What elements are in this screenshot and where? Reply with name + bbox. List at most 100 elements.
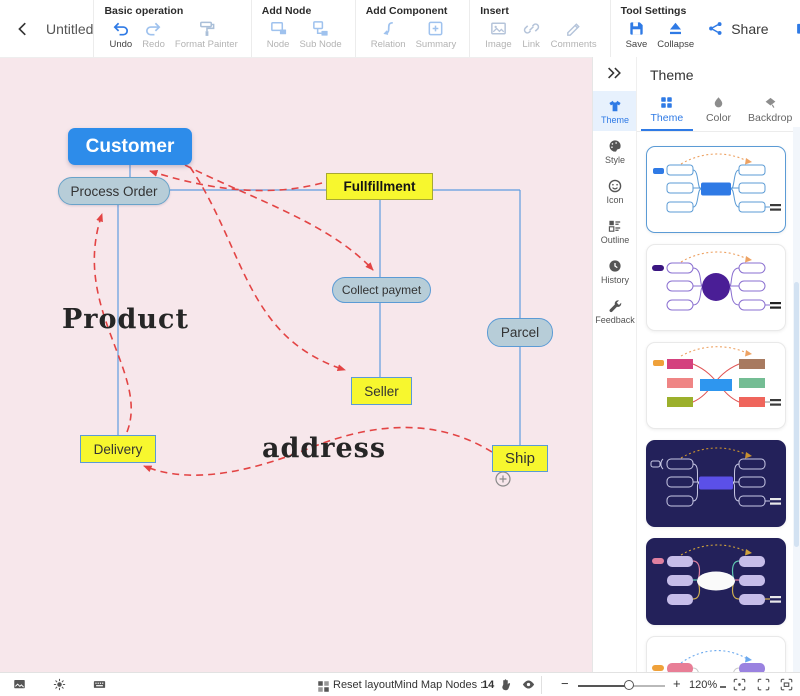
back-button[interactable] [14,20,32,38]
sidebar-item-icon[interactable]: Icon [593,171,637,211]
fullscreen-icon[interactable] [756,677,771,692]
page-layout-icon[interactable] [12,677,27,692]
sidebar-item-feedback[interactable]: Feedback [593,291,637,331]
sidebar-item-history[interactable]: History [593,251,637,291]
group-add-component: Add Component Relation Summary [354,0,470,57]
relation-delivery-process-order [93,213,132,433]
theme-thumbnail-1[interactable] [646,146,786,233]
insert-image-button[interactable]: Image [480,19,516,50]
comments-icon [567,23,580,36]
theme-thumbnail-2[interactable] [646,244,786,331]
reset-layout-button[interactable]: Reset layout [333,679,395,691]
sub-node-icon [313,21,328,36]
group-label: Insert [480,5,509,17]
floating-label-product[interactable]: Product [62,304,189,335]
node-fullfillment[interactable]: Fullfillment [326,173,433,200]
node-process-order[interactable]: Process Order [58,177,170,205]
collapse-button[interactable]: Collapse [652,19,699,50]
header-toolbar: Untitled Basic operation Undo Redo Forma… [0,0,800,57]
sidebar-item-theme[interactable]: Theme [593,91,637,131]
brightness-icon[interactable] [52,677,67,692]
backdrop-icon [765,97,776,108]
smiley-icon [608,179,622,192]
sidebar-item-outline[interactable]: Outline [593,211,637,251]
node-ship[interactable]: Ship [492,445,548,472]
zoom-reset-dash[interactable] [720,686,726,688]
outline-list-icon [608,220,621,232]
reset-layout-icon [316,677,331,694]
statusbar-divider [541,676,542,694]
node-delivery[interactable]: Delivery [80,435,156,463]
relation-curves[interactable] [93,164,493,476]
zoom-level[interactable]: 120% [689,679,718,691]
header-left: Untitled [0,0,93,57]
share-icon [709,22,722,35]
header-actions: Share Export [707,0,800,57]
undo-button[interactable]: Undo [104,19,137,50]
relation-button[interactable]: Relation [366,19,411,50]
redo-icon [146,22,161,36]
format-painter-button[interactable]: Format Painter [170,19,243,50]
document-title[interactable]: Untitled [46,20,94,37]
group-insert: Insert Image Link Comments [469,0,609,57]
mindmap-canvas[interactable]: Customer Process Order Fullfillment Coll… [0,57,592,673]
node-button[interactable]: Node [262,19,295,50]
export-button[interactable]: Export [795,20,800,37]
zoom-slider-track[interactable] [578,685,665,687]
group-basic-operation: Basic operation Undo Redo Format Painter [93,0,250,57]
theme-thumbnail-5[interactable] [646,538,786,625]
chevron-left-icon [18,22,26,35]
theme-thumbnail-4[interactable] [646,440,786,527]
tab-label: Backdrop [748,112,793,124]
theme-list [637,132,800,672]
presentation-eye-icon[interactable] [521,677,536,692]
panel-scrollbar-thumb[interactable] [794,282,799,547]
share-label: Share [731,20,769,37]
panel-collapse-button[interactable] [605,64,636,87]
zoom-in-button[interactable]: + [673,676,681,691]
theme-thumbnail-6[interactable] [646,636,786,672]
sidebar-item-style[interactable]: Style [593,131,637,171]
sidebar-item-label: Feedback [595,314,635,325]
tab-label: Theme [650,112,684,124]
insert-link-button[interactable]: Link [517,19,546,50]
wrench-icon [609,299,622,312]
fit-to-screen-icon[interactable] [779,677,794,692]
node-collect-paymet[interactable]: Collect paymet [332,277,431,303]
node-count-label: Mind Map Nodes : [394,679,484,691]
theme-panel: Theme Theme Color Backdrop [636,57,800,672]
floating-label-address[interactable]: address [262,433,387,464]
tab-backdrop[interactable]: Backdrop [744,91,796,131]
link-icon [523,23,539,34]
keyboard-icon[interactable] [92,677,107,692]
panel-title: Theme [650,67,694,83]
node-customer[interactable]: Customer [68,128,192,165]
node-parcel[interactable]: Parcel [487,318,553,347]
tab-theme[interactable]: Theme [641,91,693,131]
color-drop-icon [714,97,723,108]
collapse-icon [670,22,682,35]
node-icon [270,22,286,35]
palette-icon [609,139,621,152]
sidebar-item-label: Style [604,154,625,165]
zoom-out-button[interactable]: − [561,676,569,691]
group-label: Tool Settings [620,5,687,17]
undo-icon [113,22,129,36]
connectors-layer [93,164,521,487]
sub-node-button[interactable]: Sub Node [294,19,346,50]
zoom-slider-knob[interactable] [624,680,634,690]
summary-button[interactable]: Summary [411,19,462,50]
node-seller[interactable]: Seller [351,377,412,405]
save-button[interactable]: Save [621,19,653,50]
tab-color[interactable]: Color [693,91,745,131]
sidebar-item-label: Icon [606,194,624,205]
share-button[interactable]: Share [707,20,769,37]
add-subnode-button[interactable] [495,471,511,487]
theme-thumbnail-3[interactable] [646,342,786,429]
group-label: Basic operation [104,5,184,17]
redo-button[interactable]: Redo [137,19,170,50]
comments-button[interactable]: Comments [546,19,602,50]
group-label: Add Component [365,5,448,17]
pan-hand-icon[interactable] [498,677,513,692]
focus-center-icon[interactable] [732,677,747,692]
